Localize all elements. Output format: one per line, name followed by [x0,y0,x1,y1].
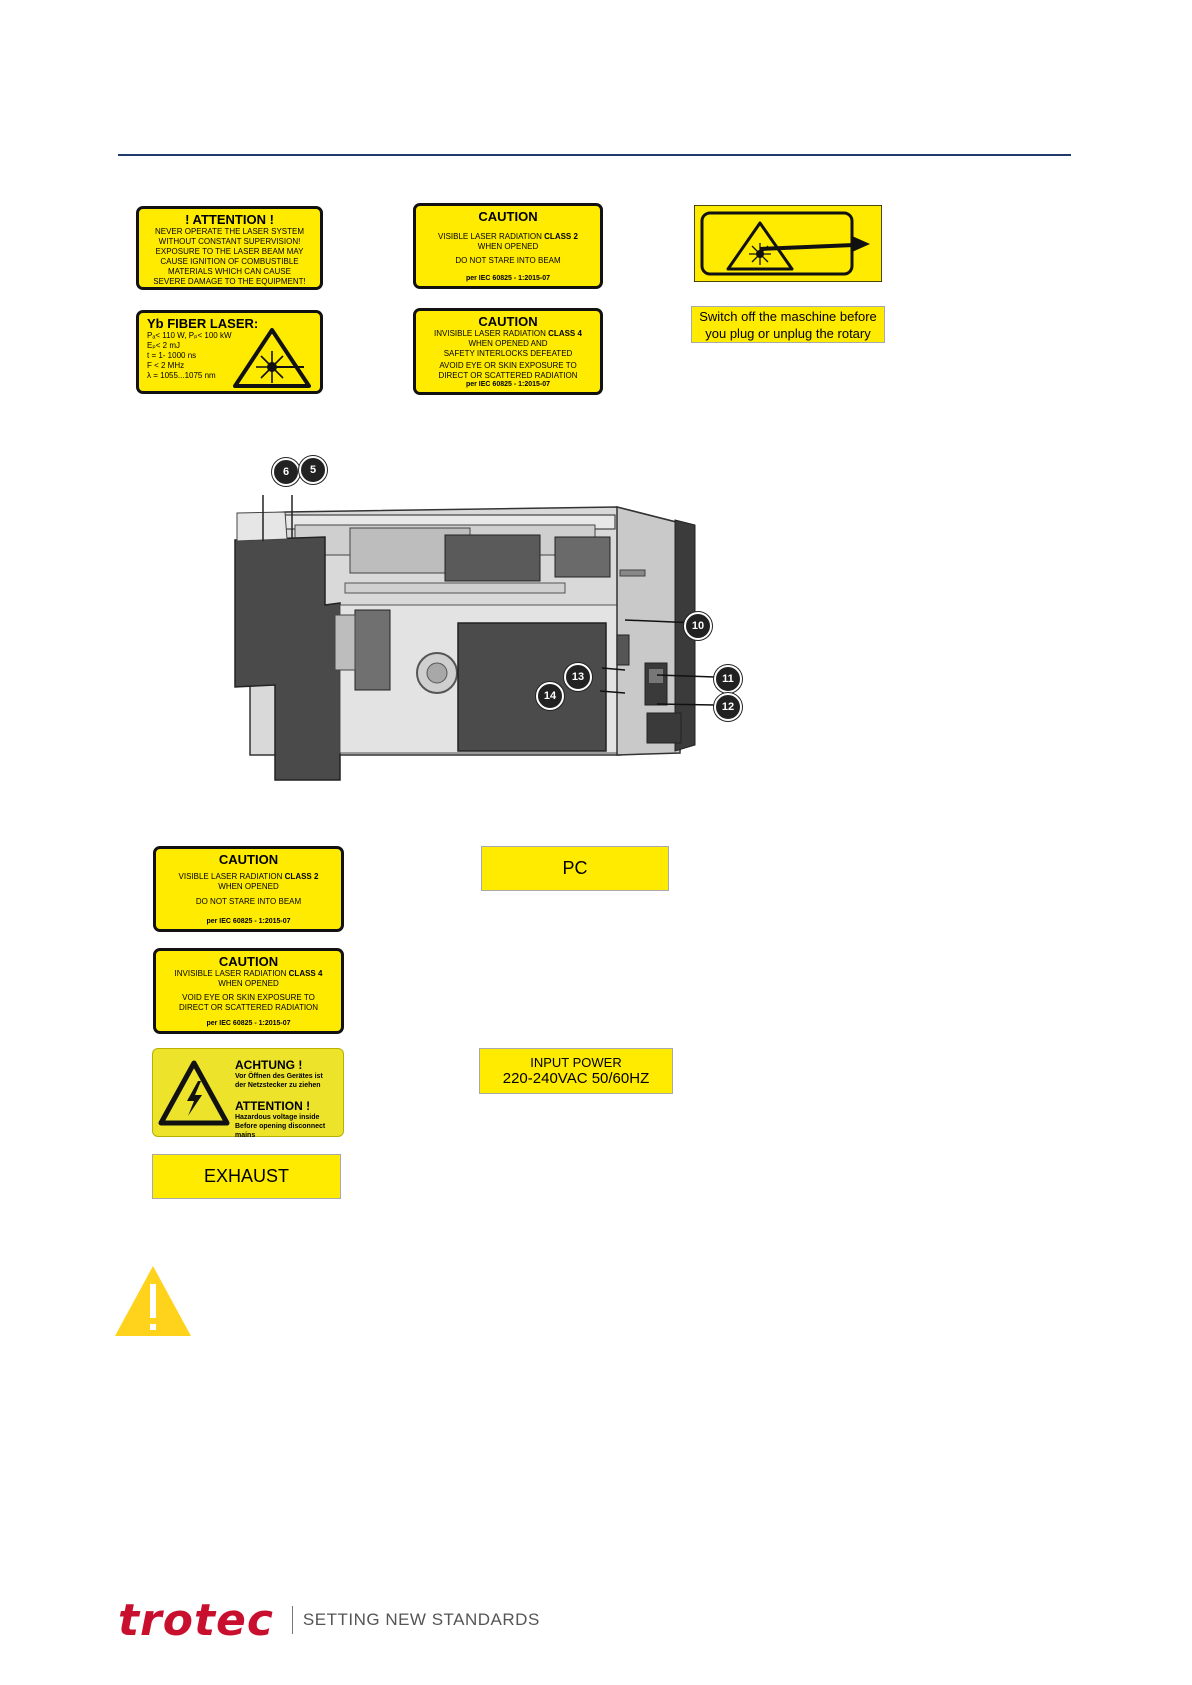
electric-hazard-icon [158,1060,230,1126]
caution-text: VISIBLE LASER RADIATION [178,872,283,881]
warning-icon [115,1266,191,1336]
caution-text: DO NOT STARE INTO BEAM [195,897,302,906]
rotary-warning-note: Switch off the maschine before you plug … [691,306,885,343]
caution-standard: per IEC 60825 - 1:2015-07 [465,275,551,282]
callout-13: 13 [564,663,592,691]
caution-text: AVOID EYE OR SKIN EXPOSURE TO [439,361,577,370]
caution-standard: per IEC 60825 - 1:2015-07 [206,1020,291,1027]
caution-text: VISIBLE LASER RADIATION [438,232,542,241]
caution-class2-label-bottom: CAUTION VISIBLE LASER RADIATION CLASS 2 … [153,846,344,932]
caution-text: WHEN OPENED [218,979,279,988]
machine-rear-view-drawing [234,495,716,781]
callout-10: 10 [684,612,712,640]
achtung-title: ACHTUNG ! [235,1058,303,1072]
caution-class: CLASS 4 [548,329,582,338]
footer-brand: trotec SETTING NEW STANDARDS [118,1594,540,1646]
fiber-spec: λ = 1055...1075 nm [147,371,216,380]
caution-text: DO NOT STARE INTO BEAM [455,256,561,265]
callout-11: 11 [714,665,742,693]
rotary-note-line: Switch off the maschine before [699,308,877,324]
caution-class: CLASS 4 [288,969,323,978]
caution-title: CAUTION [218,852,279,867]
caution-text: VOID EYE OR SKIN EXPOSURE TO [182,993,315,1002]
pc-text: PC [562,858,588,878]
fiber-spec: t = 1- 1000 ns [147,351,197,360]
caution-text: INVISIBLE LASER RADIATION [434,329,546,338]
fiber-spec: Pₐ< 110 W, Pₚ< 100 kW [147,331,232,340]
attention-line: EXPOSURE TO THE LASER BEAM MAY [155,247,304,256]
caution-text: DIRECT OR SCATTERED RADIATION [178,1003,319,1012]
achtung-voltage-label: ACHTUNG ! Vor Öffnen des Gerätes ist der… [152,1048,344,1139]
attention-label: ! ATTENTION ! NEVER OPERATE THE LASER SY… [136,206,323,290]
caution-standard: per IEC 60825 - 1:2015-07 [206,918,291,925]
callout-6: 6 [272,458,300,486]
fiber-spec: Eₚ< 2 mJ [147,341,180,350]
achtung-text-de: der Netzstecker zu ziehen [235,1082,321,1089]
attention-line: WITHOUT CONSTANT SUPERVISION! [158,237,301,246]
caution-text: DIRECT OR SCATTERED RADIATION [438,371,578,380]
caution-text: INVISIBLE LASER RADIATION [174,969,287,978]
footer-tagline: SETTING NEW STANDARDS [302,1610,540,1629]
exhaust-label: EXHAUST [152,1154,341,1199]
attention-line: NEVER OPERATE THE LASER SYSTEM [154,227,305,236]
caution-title: CAUTION [478,209,538,224]
callout-14: 14 [536,682,564,710]
caution-title: CAUTION [218,954,279,969]
caution-standard: per IEC 60825 - 1:2015-07 [465,381,551,388]
caution-text: WHEN OPENED [218,882,279,891]
attention-text-en: Hazardous voltage inside [235,1114,320,1121]
attention-line: MATERIALS WHICH CAN CAUSE [168,267,291,276]
caution-text: SAFETY INTERLOCKS DEFEATED [443,349,573,358]
fiber-laser-label: Yb FIBER LASER: Pₐ< 110 W, Pₚ< 100 kW Eₚ… [136,310,323,394]
callout-5: 5 [299,456,327,484]
input-power-spec: 220-240VAC 50/60HZ [502,1070,650,1087]
caution-class2-label: CAUTION VISIBLE LASER RADIATION CLASS 2 … [413,203,603,289]
callout-12: 12 [714,693,742,721]
attention-line: CAUSE IGNITION OF COMBUSTIBLE [160,257,299,266]
pc-label: PC [481,846,669,891]
caution-text: WHEN OPENED AND [468,339,548,348]
header-rule [118,154,1071,156]
rotary-note-line: you plug or unplug the rotary [705,325,871,341]
attention-title-en: ATTENTION ! [235,1099,311,1113]
attention-title: ! ATTENTION ! [185,212,274,227]
caution-title: CAUTION [478,314,538,329]
fiber-spec: F < 2 MHz [147,361,185,370]
laser-hazard-icon [233,328,311,388]
achtung-text-de: Vor Öffnen des Gerätes ist [235,1073,323,1080]
caution-class: CLASS 2 [544,232,578,241]
exhaust-text: EXHAUST [203,1166,290,1186]
footer-divider [291,1606,293,1634]
caution-text: WHEN OPENED [477,242,539,251]
caution-class: CLASS 2 [284,872,319,881]
trotec-logo: trotec [118,1594,274,1646]
input-power-title: INPUT POWER [530,1055,622,1070]
input-power-label: INPUT POWER 220-240VAC 50/60HZ [479,1048,673,1094]
attention-text-en: Before opening disconnect mains [235,1123,326,1139]
attention-line: SEVERE DAMAGE TO THE EQUIPMENT! [153,277,306,286]
caution-class4-label-bottom: CAUTION INVISIBLE LASER RADIATION CLASS … [153,948,344,1034]
fiber-title: Yb FIBER LASER: [147,316,259,331]
caution-class4-label: CAUTION INVISIBLE LASER RADIATION CLASS … [413,308,603,395]
laser-exit-label [694,205,882,282]
